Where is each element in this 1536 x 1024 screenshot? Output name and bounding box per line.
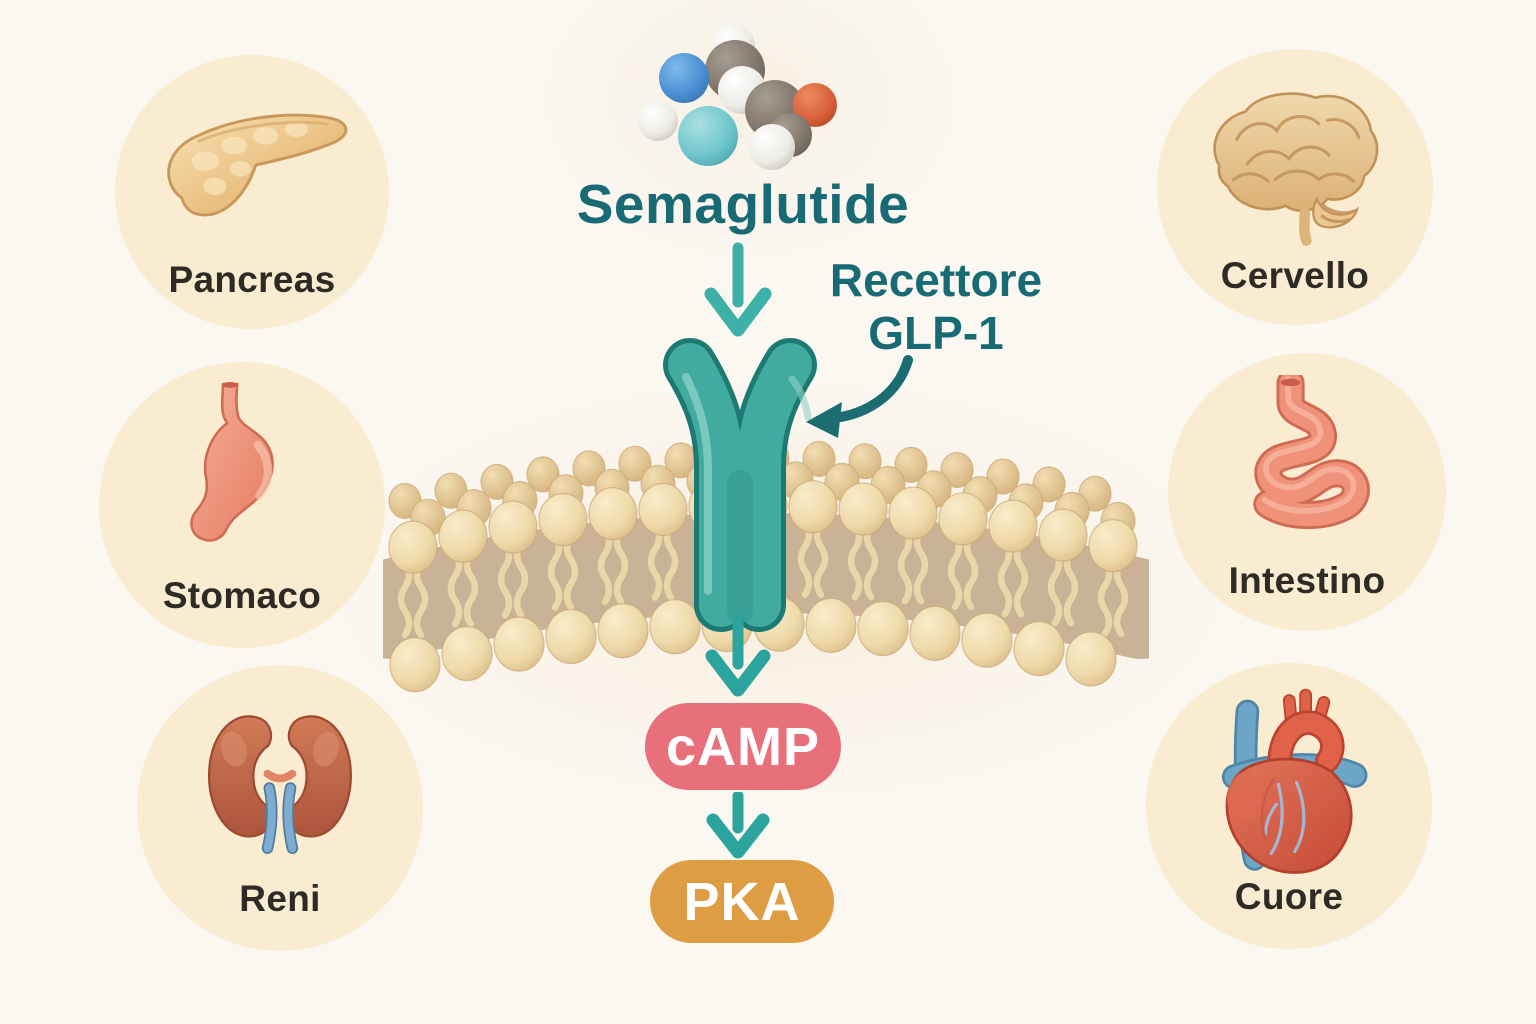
intestine-icon	[1253, 375, 1370, 530]
heart-card: Cuore	[1146, 663, 1432, 949]
kidneys-icon	[207, 714, 353, 854]
brain-card: Cervello	[1157, 49, 1433, 325]
receptor-label-line2: GLP-1	[868, 307, 1004, 359]
heart-icon	[1221, 688, 1368, 874]
pancreas-card: Pancreas	[115, 55, 389, 329]
pancreas-icon	[167, 113, 348, 217]
receptor-label: Recettore GLP-1	[786, 254, 1086, 360]
down-arrow-icon	[706, 792, 770, 859]
heart-label: Cuore	[1234, 876, 1344, 918]
atom-sphere-teal	[678, 106, 738, 166]
intestine-card: Intestino	[1168, 353, 1446, 631]
brain-label: Cervello	[1220, 254, 1370, 296]
down-arrow-icon	[704, 242, 772, 337]
glp1-receptor	[663, 338, 817, 632]
intestine-label: Intestino	[1228, 560, 1386, 602]
kidneys-label: Reni	[239, 878, 321, 920]
brain-icon	[1213, 92, 1379, 246]
title-semaglutide: Semaglutide	[576, 173, 910, 235]
stomach-card: Stomaco	[99, 362, 385, 648]
stomach-icon	[189, 382, 274, 542]
kidneys-card: Reni	[137, 665, 423, 951]
pka-badge: PKA	[650, 860, 834, 943]
pancreas-label: Pancreas	[168, 259, 336, 301]
pka-label: PKA	[683, 871, 801, 932]
curved-arrow-icon	[806, 355, 913, 438]
stomach-label: Stomaco	[162, 575, 322, 617]
camp-label: cAMP	[665, 716, 821, 777]
camp-badge: cAMP	[645, 703, 841, 790]
receptor-label-line1: Recettore	[829, 254, 1043, 306]
atom-sphere-hydrogen	[749, 124, 795, 170]
atom-sphere-hydrogen	[638, 101, 678, 141]
atom-sphere-nitrogen	[659, 53, 709, 103]
down-arrow-icon	[705, 614, 771, 697]
semaglutide-molecule	[616, 18, 866, 188]
